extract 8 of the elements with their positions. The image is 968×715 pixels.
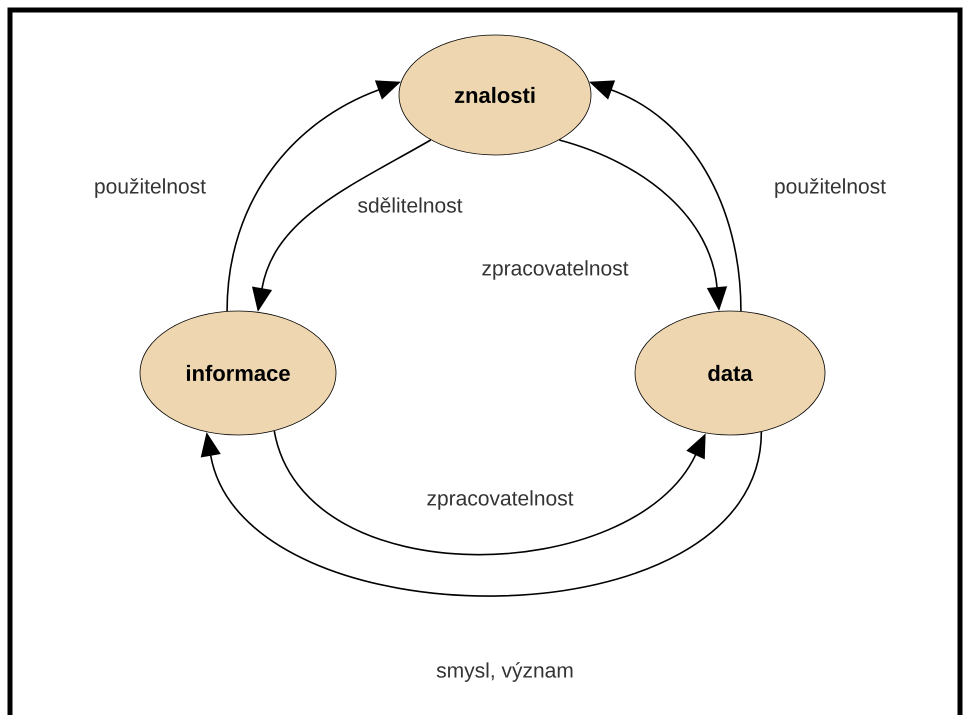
edge-label: zpracovatelnost <box>480 259 630 281</box>
arrow <box>274 430 706 556</box>
edge-label: smysl, význam <box>435 661 575 683</box>
edge-label: sdělitelnost <box>356 196 464 214</box>
arrow <box>200 432 762 597</box>
edge-label: zpracovatelnost <box>425 489 575 511</box>
edge-label: použitelnost <box>92 177 208 199</box>
edge-label: použitelnost <box>772 177 888 199</box>
